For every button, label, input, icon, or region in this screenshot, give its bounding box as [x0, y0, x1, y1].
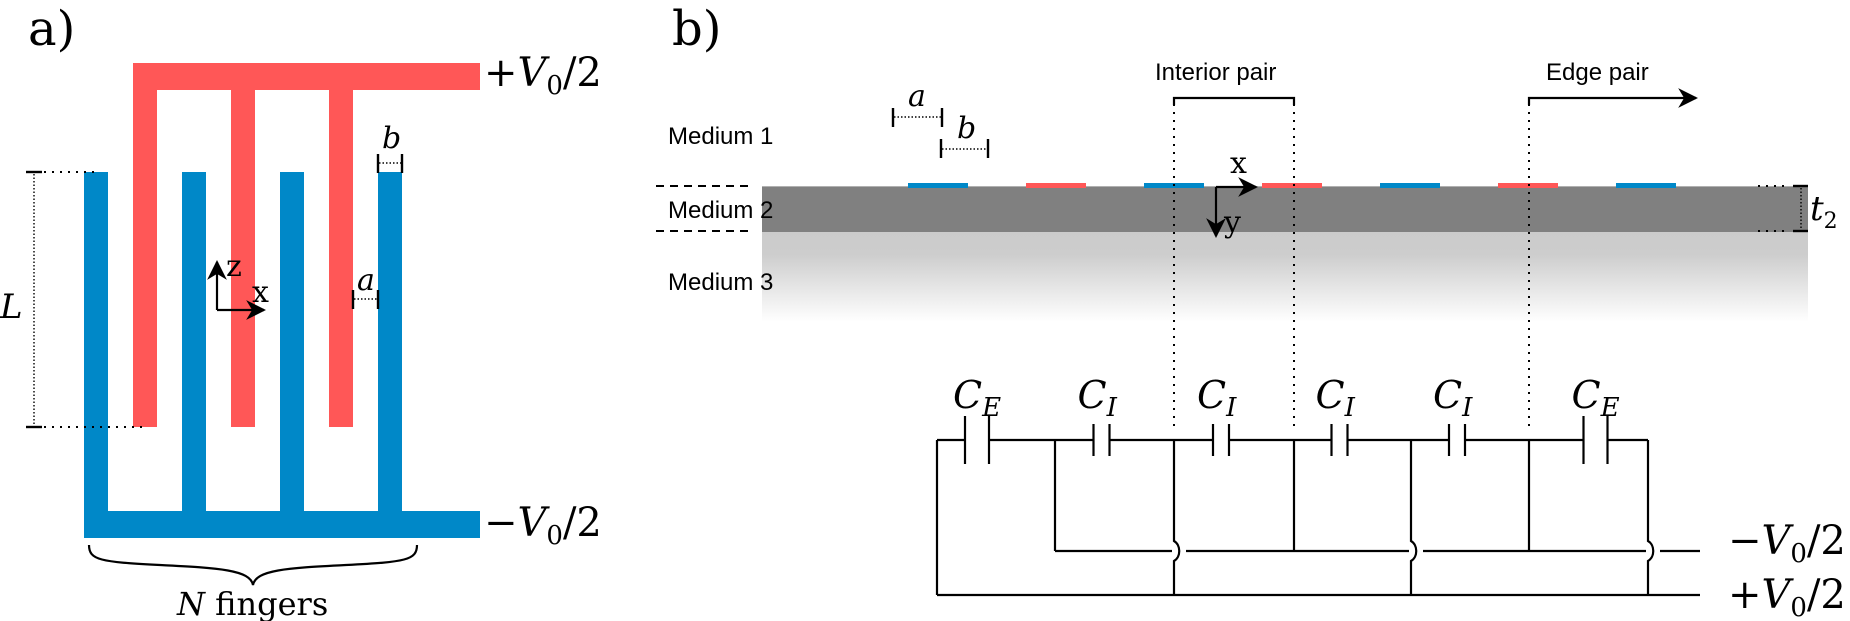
cross-section-dimension-b: b — [939, 111, 990, 158]
svg-text:+V0/2: +V0/2 — [484, 50, 602, 101]
negative-finger — [182, 172, 206, 538]
crossover-wire — [1409, 440, 1418, 595]
negative-electrode-strip — [1616, 183, 1676, 188]
brace-icon — [87, 544, 419, 586]
medium-2-label: Medium 2 — [668, 197, 773, 224]
cross-section-axis-y-label: y — [1223, 205, 1241, 240]
dimension-L: L — [0, 170, 145, 429]
negative-finger — [280, 172, 304, 538]
t2-label: t2 — [1810, 189, 1838, 234]
dimension-a: a — [351, 263, 380, 309]
axis-x-label: x — [252, 275, 269, 310]
positive-comb — [133, 63, 480, 427]
capacitor-label: CE — [953, 373, 1001, 423]
positive-electrode-strip — [1262, 183, 1322, 188]
positive-finger — [329, 63, 353, 427]
bottom-bus-voltage-label: −V0/2 — [484, 500, 602, 551]
dimension-L-label: L — [0, 287, 23, 327]
edge-pair-marker: Edge pair — [1527, 59, 1698, 432]
medium-3-label: Medium 3 — [668, 269, 773, 296]
n-fingers-label: N fingers — [176, 585, 328, 621]
positive-electrode-strip — [1026, 183, 1086, 188]
dimension-a-label: a — [357, 263, 375, 298]
panel-b: b) Medium 1 Medium 2 Medium 3 a b — [656, 1, 1846, 621]
crossover-wire — [1172, 440, 1181, 595]
medium-3-layer — [762, 232, 1808, 322]
positive-finger — [231, 63, 255, 427]
top-bus-voltage-label: +V0/2 — [484, 50, 602, 101]
edge-pair-arrow-icon — [1527, 88, 1698, 108]
interior-pair-label: Interior pair — [1155, 59, 1276, 86]
svg-text:−V0/2: −V0/2 — [1728, 518, 1846, 569]
cross-section-b-label: b — [957, 111, 976, 146]
capacitor-label: CI — [1078, 373, 1118, 423]
panel-a: a) +V0/2 −V0/2 — [0, 1, 602, 621]
dimension-t2: t2 — [1758, 184, 1838, 234]
axes-zx: z x — [207, 249, 269, 320]
equivalent-circuit — [935, 416, 1700, 597]
edge-pair-label: Edge pair — [1546, 59, 1649, 86]
axis-z-label: z — [226, 249, 242, 284]
medium-2-layer — [762, 186, 1808, 232]
cross-section-axis-x-label: x — [1230, 146, 1247, 181]
crossover-wire — [1646, 440, 1655, 595]
n-fingers-brace: N fingers — [87, 544, 419, 621]
capacitor-label: CE — [1572, 373, 1620, 423]
rail-negative-label: −V0/2 — [1728, 518, 1846, 569]
negative-comb — [84, 172, 480, 538]
capacitor-label: CI — [1197, 373, 1237, 423]
svg-text:−V0/2: −V0/2 — [484, 500, 602, 551]
cross-section-dimension-a: a — [891, 79, 944, 127]
cross-section-a-label: a — [908, 79, 926, 114]
capacitor-labels: CE CI CI CI CI CE — [953, 373, 1620, 423]
capacitor-label: CI — [1433, 373, 1473, 423]
positive-finger — [133, 63, 157, 427]
negative-finger — [84, 172, 108, 538]
axes-xy: x y — [1206, 146, 1258, 240]
negative-electrode-strip — [1380, 183, 1440, 188]
panel-b-label: b) — [672, 1, 721, 57]
dimension-b-label: b — [382, 121, 401, 156]
svg-text:+V0/2: +V0/2 — [1728, 572, 1846, 621]
negative-electrode-strip — [908, 183, 968, 188]
dimension-b: b — [376, 121, 404, 173]
positive-bus-bar — [133, 63, 480, 90]
negative-finger — [378, 172, 402, 538]
panel-a-label: a) — [28, 1, 75, 57]
rail-positive-label: +V0/2 — [1728, 572, 1846, 621]
interior-pair-marker: Interior pair — [1155, 59, 1296, 432]
capacitor-label: CI — [1316, 373, 1356, 423]
medium-1-label: Medium 1 — [668, 123, 773, 150]
